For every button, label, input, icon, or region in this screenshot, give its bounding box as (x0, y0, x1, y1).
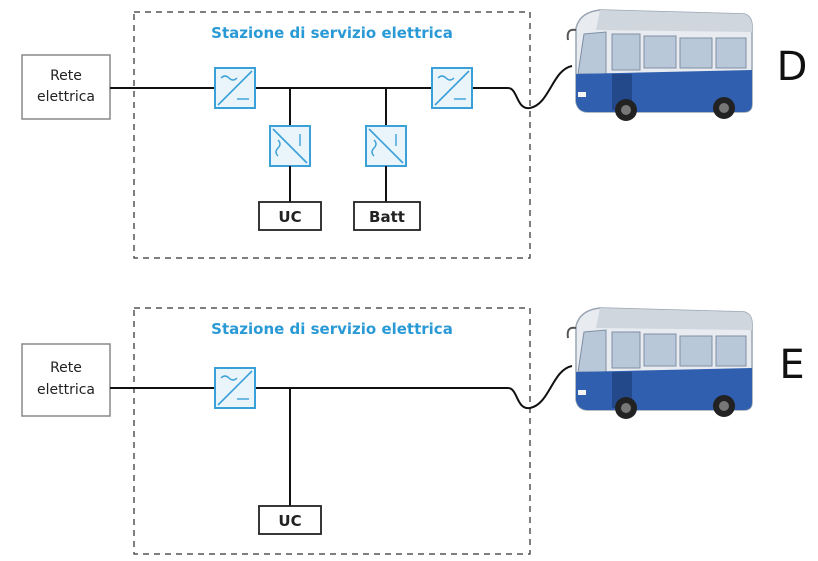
diagram-d: Stazione di servizio elettrica Rete elet… (21, 9, 808, 259)
station-boundary (133, 11, 531, 259)
converter-icon (214, 67, 256, 109)
grid-label-line2: elettrica (37, 89, 95, 105)
config-letter: E (779, 342, 804, 388)
uc-label: UC (278, 208, 301, 226)
converter-icon (214, 367, 256, 409)
grid-label-line2: elettrica (37, 382, 95, 398)
station-label: Stazione di servizio elettrica (211, 320, 453, 338)
station-label: Stazione di servizio elettrica (211, 24, 453, 42)
batt-label: Batt (369, 208, 405, 226)
diagram-e: Stazione di servizio elettrica Rete elet… (21, 307, 805, 555)
config-letter: D (777, 44, 808, 90)
converter-icon (431, 67, 473, 109)
charging-cable (507, 365, 573, 410)
bus-icon (566, 307, 753, 420)
station-boundary (133, 307, 531, 555)
uc-label: UC (278, 512, 301, 530)
bus-icon (566, 9, 753, 122)
grid-box (21, 54, 111, 120)
grid-label-line1: Rete (50, 360, 82, 376)
grid-label-line1: Rete (50, 68, 82, 84)
converter-icon (269, 125, 311, 167)
grid-box (21, 343, 111, 417)
uc-box (258, 505, 322, 535)
charging-cable (507, 65, 573, 110)
batt-box (353, 201, 421, 231)
uc-box (258, 201, 322, 231)
converter-icon (365, 125, 407, 167)
